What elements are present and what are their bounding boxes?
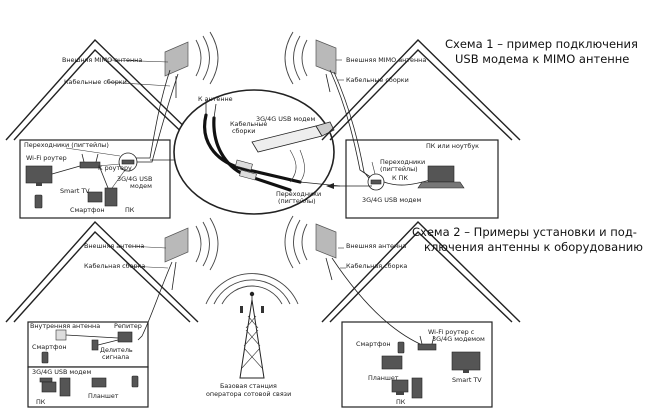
label-splitter-line2: сигнала (102, 353, 129, 361)
label-right-pigtails-line2: (пигтейлы) (380, 165, 418, 173)
label-smartphone: Смартфон (70, 206, 105, 214)
label-splitter-line1: Делитель (100, 346, 133, 354)
label-cable-assemblies: Кабельные сборки (64, 78, 127, 86)
label-internal-antenna: Внутренняя антенна (30, 322, 100, 330)
label-wifi-router-line1: Wi-Fi роутер с (428, 328, 475, 336)
label-cable-assemblies-right: Кабельные сборки (346, 76, 409, 84)
internal-antenna-icon (55, 329, 119, 341)
label-usb-modem-line1: 3G/4G USB (117, 175, 152, 183)
scheme1-left-house: Внешняя MIMO антенна Кабельные сборки Пе… (5, 31, 219, 219)
label-smartphone-right: Смартфон (356, 340, 391, 348)
tablet-icon (91, 377, 107, 388)
label-cable-line1: Кабельные (230, 120, 267, 128)
label-pc-right: ПК (396, 398, 406, 406)
label-external-mimo-antenna: Внешняя MIMO антенна (62, 56, 142, 64)
label-cable-assembly: Кабельная сборка (84, 262, 145, 270)
label-pc: ПК (125, 206, 135, 214)
signal-splitter-icon (91, 339, 119, 351)
scheme1-title-line2: USB модема к MIMO антенне (455, 52, 629, 66)
label-center-pigtails-line2: (пигтейлы) (278, 197, 316, 205)
usb-modem-large-icon (251, 121, 335, 153)
label-tablet-right: Планшет (368, 374, 399, 382)
label-external-antenna-right: Внешняя антенна (346, 242, 406, 250)
pigtail-connector-icon (235, 159, 257, 181)
scheme2-left-house: Внешняя антенна Кабельная сборка Внутрен… (5, 217, 219, 408)
scheme1-right-house: Внешняя MIMO антенна Кабельные сборки ПК… (284, 31, 521, 219)
label-usb-modem-line2: модем (130, 182, 152, 190)
scheme2-right-house: Внешняя антенна Кабельная сборка Смартфо… (284, 215, 521, 408)
label-pc-2: ПК (36, 398, 46, 406)
scheme1-title-line1: Схема 1 – пример подключения (445, 37, 638, 51)
label-wifi-router-line2: 3G/4G модемом (432, 335, 485, 343)
label-base-station-line2: оператора сотовой связи (206, 390, 291, 398)
mimo-antenna-icon (164, 31, 219, 98)
external-antenna-icon (164, 217, 219, 291)
pc-icon (391, 377, 423, 399)
mimo-antenna-icon (284, 31, 337, 93)
usb-modem-icon (118, 152, 138, 172)
label-pc-or-laptop: ПК или ноутбук (426, 142, 479, 150)
label-right-pigtails-line1: Переходники (380, 158, 425, 166)
scheme1-center-detail: К антенне Кабельные сборки 3G/4G USB мод… (173, 89, 335, 215)
label-to-antenna: К антенне (198, 95, 233, 103)
label-pigtails: Переходники (пигтейлы) (24, 141, 109, 149)
label-center-pigtails-line1: Переходники (276, 190, 321, 198)
usb-modem-icon (39, 377, 53, 383)
label-usb-modem-2: 3G/4G USB модем (32, 368, 91, 376)
pc-icon (41, 377, 71, 397)
label-wifi-router: Wi-Fi роутер (26, 154, 67, 162)
scheme2-title-line2: ключения антенны к оборудованию (424, 240, 643, 254)
smartphone-icon (34, 194, 43, 209)
smart-tv-icon (451, 351, 481, 373)
label-cable-line2: сборки (232, 127, 255, 135)
label-smart-tv: Smart TV (60, 187, 90, 195)
label-smartphone-2: Смартфон (32, 343, 67, 351)
label-cable-assembly-right: Кабельная сборка (346, 262, 407, 270)
label-tablet: Планшет (88, 392, 119, 400)
smartphone-icon (397, 341, 405, 354)
laptop-icon (417, 165, 465, 189)
pc-icon (87, 167, 118, 207)
smart-tv-icon (25, 165, 81, 186)
label-external-antenna: Внешняя антенна (84, 242, 144, 250)
scheme2-title-line1: Схема 2 – Примеры установки и под- (412, 225, 637, 239)
smartphone-icon (41, 351, 49, 364)
label-to-pc: К ПК (392, 174, 408, 182)
wifi-router-icon (79, 153, 101, 169)
label-external-mimo-antenna-right: Внешняя MIMO антенна (346, 56, 426, 64)
smartphone-icon (131, 375, 139, 388)
repeater-icon (117, 331, 133, 343)
label-to-router: К роутеру (98, 164, 132, 172)
external-antenna-icon (284, 215, 337, 281)
tablet-icon (381, 355, 403, 370)
label-base-station-line1: Базовая станция (220, 382, 277, 390)
wifi-router-icon (417, 335, 437, 351)
label-smart-tv-right: Smart TV (452, 376, 482, 384)
base-station-tower-icon (205, 273, 299, 379)
label-center-modem: 3G/4G USB модем (256, 115, 315, 123)
label-right-usb-modem: 3G/4G USB модем (362, 196, 421, 204)
label-repeater: Репитер (114, 322, 142, 330)
